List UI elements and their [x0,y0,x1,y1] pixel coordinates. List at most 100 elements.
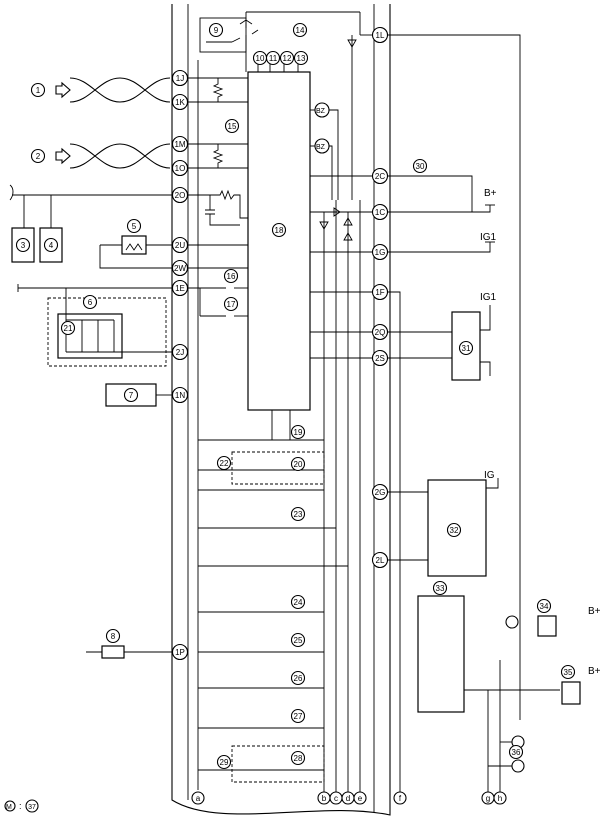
group-22 [231,451,325,485]
component-5 [121,235,147,255]
pin-1m: 1M [171,135,189,153]
component-6 [57,313,123,359]
bus-c: c [329,791,343,805]
component-number-12: 12 [279,50,295,66]
legend-ref: 37 [28,804,36,811]
light-34 [505,615,519,629]
svg-text:1N: 1N [175,391,185,400]
svg-text:20: 20 [294,460,303,469]
component-number-14: 14 [292,22,308,38]
power-labels: B+ IG1 IG1 IG B+ B+ [480,188,601,677]
svg-text:2J: 2J [176,348,184,357]
svg-text:2W: 2W [174,264,186,273]
component-number-13: 13 [293,50,309,66]
svg-text:1F: 1F [375,288,384,297]
component-34 [537,615,557,637]
cluster-outline [171,4,391,816]
component-8 [101,645,125,659]
pin-1c: 1C [371,203,389,221]
power-ig1-1: IG1 [480,232,497,243]
svg-text:1: 1 [36,86,41,95]
svg-text:22: 22 [220,459,229,468]
buzzers [310,102,339,200]
bus-d: d [341,791,355,805]
svg-text:28: 28 [294,754,303,763]
pin-1k: 1K [171,93,189,111]
pin-2c: 2C [371,167,389,185]
component-number-28: 28 [290,750,306,766]
component-number-4: 4 [43,237,59,253]
power-b-plus-3: B+ [588,666,601,677]
svg-text:13: 13 [297,54,306,63]
svg-text:c: c [334,794,338,803]
svg-text:35: 35 [564,668,573,677]
arrow-out-1 [55,81,71,99]
motor-symbol [4,800,16,812]
svg-text:23: 23 [294,510,303,519]
svg-text:17: 17 [227,300,236,309]
bus-a: a [191,791,205,805]
svg-text:b: b [322,794,327,803]
bz-labels: BZ BZ [316,108,326,151]
svg-text:a: a [196,794,201,803]
pin-1n: 1N [171,386,189,404]
svg-text:1E: 1E [175,284,185,293]
pin-2q: 2Q [371,323,389,341]
pin-2g: 2G [371,483,389,501]
group-21 [47,297,167,367]
svg-text:7: 7 [129,391,134,400]
left-internal-wiring [188,77,248,317]
svg-text:6: 6 [88,298,93,307]
pin-2l: 2L [371,551,389,569]
svg-text:1J: 1J [176,74,184,83]
svg-text:26: 26 [294,674,303,683]
component-number-20: 20 [290,456,306,472]
svg-text:2C: 2C [375,172,385,181]
svg-text:33: 33 [436,584,445,593]
component-number-25: 25 [290,632,306,648]
svg-text:2G: 2G [375,488,386,497]
pin-2u: 2U [171,236,189,254]
component-number-16: 16 [223,268,239,284]
legend: M : 37 [4,799,39,813]
pin-1g: 1G [371,243,389,261]
component-number-8: 8 [105,628,121,644]
bz-label-2: BZ [316,144,326,151]
svg-text:36: 36 [512,748,521,757]
svg-text:25: 25 [294,636,303,645]
component-number-26: 26 [290,670,306,686]
component-number-2: 2 [30,148,46,164]
svg-text:34: 34 [540,602,549,611]
component-number-18: 18 [271,222,287,238]
bz-label-1: BZ [316,108,326,115]
component-number-7: 7 [123,387,139,403]
svg-text:1C: 1C [375,208,385,217]
svg-text:4: 4 [49,241,54,250]
component-number-35: 35 [560,664,576,680]
component-number-27: 27 [290,708,306,724]
component-number-19: 19 [290,424,306,440]
svg-text:e: e [358,794,363,803]
svg-text:d: d [346,794,350,803]
svg-text:29: 29 [220,758,229,767]
svg-text:2S: 2S [375,354,385,363]
svg-text:8: 8 [111,632,116,641]
svg-text:2O: 2O [175,191,186,200]
component-number-15: 15 [224,118,240,134]
right-peripherals [388,34,581,800]
component-number-29: 29 [216,754,232,770]
pin-1l: 1L [371,26,389,44]
left-peripherals [9,184,172,659]
component-number-1: 1 [30,82,46,98]
bus-f: f [393,791,407,805]
pin-1e: 1E [171,279,189,297]
component-number-10: 10 [252,50,268,66]
component-number-5: 5 [126,218,142,234]
power-ig: IG [484,470,495,481]
svg-text:1L: 1L [376,31,385,40]
component-number-36: 36 [508,744,524,760]
component-number-24: 24 [290,594,306,610]
component-number-21: 21 [60,320,76,336]
component-number-6: 6 [82,294,98,310]
